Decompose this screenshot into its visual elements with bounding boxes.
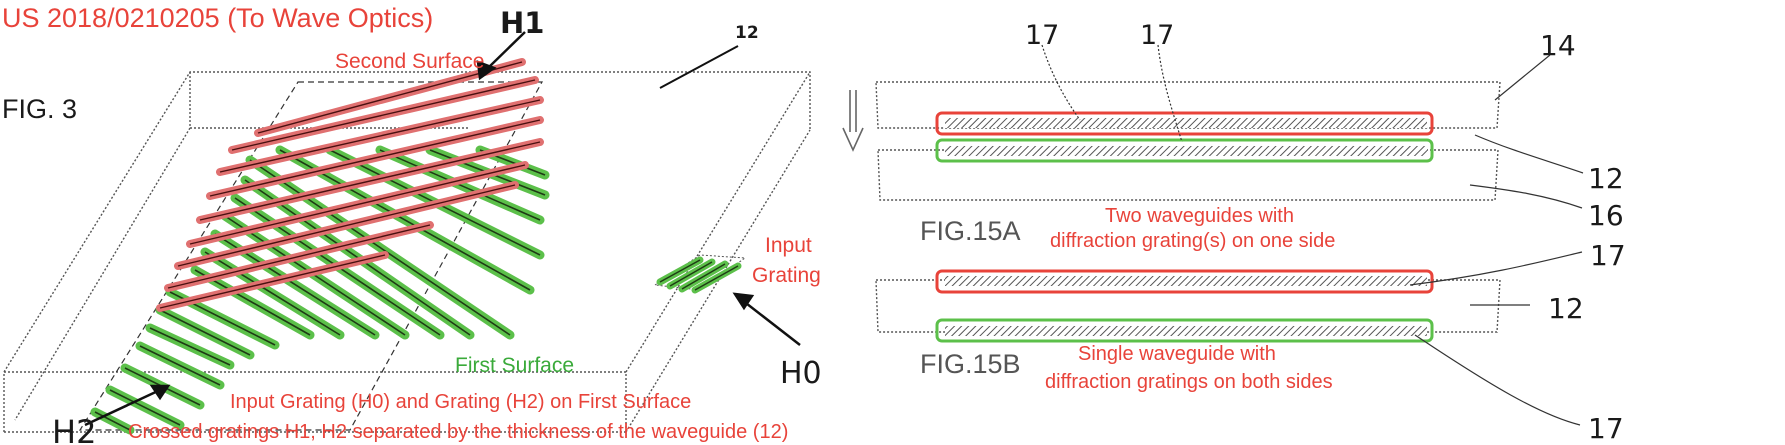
grating-17-top-waveguide xyxy=(945,118,1427,128)
first-surface-label: First Surface xyxy=(455,354,574,377)
input-grating-h0 xyxy=(653,254,747,294)
ref-12-label: 12 xyxy=(735,23,759,43)
grating-17-top-surface xyxy=(945,276,1427,286)
fig3-waveguide-diagram: US 2018/0210205 (To Wave Optics) FIG. 3 … xyxy=(2,3,822,445)
down-arrow-icon xyxy=(842,90,864,152)
ref-12-label-15b: 12 xyxy=(1548,292,1584,325)
input-grating-label-line1: Input xyxy=(765,234,812,257)
ref-12-label-15a: 12 xyxy=(1588,162,1624,195)
red-highlight-box-15a xyxy=(935,111,1434,136)
fig15b-caption-line1: Single waveguide with xyxy=(1078,343,1276,365)
grating-17-bottom-waveguide xyxy=(945,146,1427,156)
grating-17-bottom-surface xyxy=(945,326,1427,336)
waveguide-12-15b xyxy=(875,279,1501,333)
ref-17-left-15a: 17 xyxy=(1025,20,1059,51)
fig15b-caption-line2: diffraction gratings on both sides xyxy=(1045,371,1333,393)
ref-17-right-15a: 17 xyxy=(1140,20,1174,51)
fig15a-caption-line1: Two waveguides with xyxy=(1105,205,1294,227)
green-highlight-box-15a xyxy=(935,138,1434,163)
ref-h1-label: H1 xyxy=(500,6,544,40)
green-highlight-box-15b xyxy=(935,318,1434,343)
ref-17-top-15b: 17 xyxy=(1590,239,1626,272)
grating-h1-second-surface xyxy=(156,58,544,312)
fig3-caption-line1: Input Grating (H0) and Grating (H2) on F… xyxy=(230,391,691,413)
fig15b-label: FIG.15B xyxy=(920,349,1021,379)
fig3-label: FIG. 3 xyxy=(2,94,77,124)
fig15a-label: FIG.15A xyxy=(920,216,1021,246)
second-surface-label: Second Surface xyxy=(335,50,484,73)
ref-14-label: 14 xyxy=(1540,29,1576,62)
fig15a-leader-lines xyxy=(1041,44,1584,209)
patent-title: US 2018/0210205 (To Wave Optics) xyxy=(2,3,433,33)
ref-h0-label: H0 xyxy=(780,356,822,391)
ref-16-label: 16 xyxy=(1588,199,1624,232)
fig15b-leader-lines xyxy=(1409,251,1583,426)
fig3-leader-lines xyxy=(84,31,801,427)
fig15a-caption-line2: diffraction grating(s) on one side xyxy=(1050,230,1335,252)
fig15a-diagram: 17 17 14 12 16 FIG.15A Two waveguides wi… xyxy=(842,20,1624,252)
fig15b-diagram: 17 12 17 FIG.15B Single waveguide with d… xyxy=(875,239,1626,445)
input-grating-label-line2: Grating xyxy=(752,264,821,287)
ref-17-bottom-15b: 17 xyxy=(1588,412,1624,445)
ref-h2-label: H2 xyxy=(52,413,96,445)
waveguide-16 xyxy=(877,149,1499,201)
waveguide-14 xyxy=(875,81,1501,129)
fig3-caption-line2: Crossed gratings H1, H2 separated by the… xyxy=(128,421,788,443)
